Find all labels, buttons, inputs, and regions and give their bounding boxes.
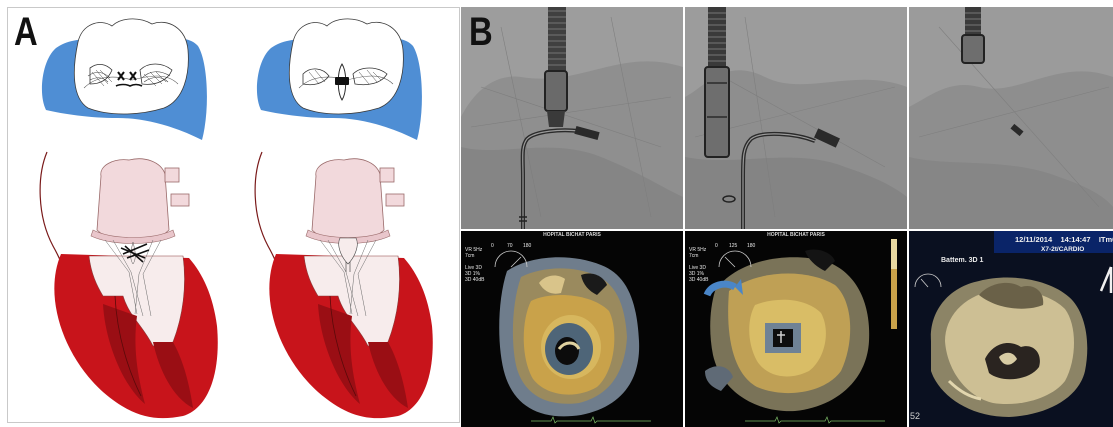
valve-topview-clip	[253, 14, 428, 150]
echo2-hospital-label: HOPITAL BICHAT PARIS	[685, 232, 907, 238]
echo3-angle-dial-icon	[913, 273, 943, 289]
echo1-angle-dial-icon	[491, 249, 531, 269]
panel-a-illustration: A	[7, 7, 460, 423]
echo1-parameters: VR 5Hz 7cm Live 3D 3D 1% 3D 40dB	[465, 247, 484, 283]
fluoroscopy-frame-3	[909, 7, 1113, 229]
echo3-datetime: 12/11/2014 14:14:47 ITm0	[1015, 235, 1113, 244]
heart-clip-illustration	[248, 146, 438, 422]
echo3-orientation-marker-icon	[1099, 265, 1113, 295]
echo-3d-frame-3: 12/11/2014 14:14:47 ITm0 X7-2t/CARDIO Ba…	[909, 231, 1113, 427]
echo-3d-frame-2: HOPITAL BICHAT PARIS VR 5Hz 7cm Live 3D …	[685, 231, 907, 427]
echo-3d-frame-1: HOPITAL BICHAT PARIS VR 5Hz 7cm Live 3D …	[461, 231, 683, 427]
panel-a-letter: A	[14, 12, 37, 52]
fluoroscopy-frame-1	[461, 7, 683, 229]
echo1-dial-min: 0	[491, 243, 494, 249]
echo1-dial-value: 70	[507, 243, 513, 249]
echo2-parameters: VR 5Hz 7cm Live 3D 3D 1% 3D 40dB	[689, 247, 708, 283]
echo1-ecg-trace	[531, 415, 651, 425]
echo3-probe: X7-2t/CARDIO	[1041, 246, 1084, 253]
echo3-time: 14:14:47	[1060, 235, 1090, 244]
echo1-dial-max: 180	[523, 243, 531, 249]
valve-topview-stitch	[38, 14, 213, 150]
panel-b-letter: B	[469, 12, 492, 52]
echo1-hospital-label: HOPITAL BICHAT PARIS	[461, 232, 683, 238]
echo2-dial-value: 125	[729, 243, 737, 249]
echo2-angle-dial-icon	[715, 249, 755, 269]
echo3-date: 12/11/2014	[1015, 235, 1052, 244]
echo3-mode-label: Battem. 3D 1	[941, 257, 983, 264]
echo3-code: ITm0	[1099, 235, 1113, 244]
echo3-frame-number: 52	[910, 411, 920, 421]
echo2-dial-max: 180	[747, 243, 755, 249]
heart-stitch-illustration	[33, 146, 223, 422]
panel-b-imaging: HOPITAL BICHAT PARIS VR 5Hz 7cm Live 3D …	[461, 7, 1113, 427]
echo2-dial-min: 0	[715, 243, 718, 249]
echo2-ecg-trace	[745, 415, 885, 425]
fluoroscopy-frame-2	[685, 7, 907, 229]
